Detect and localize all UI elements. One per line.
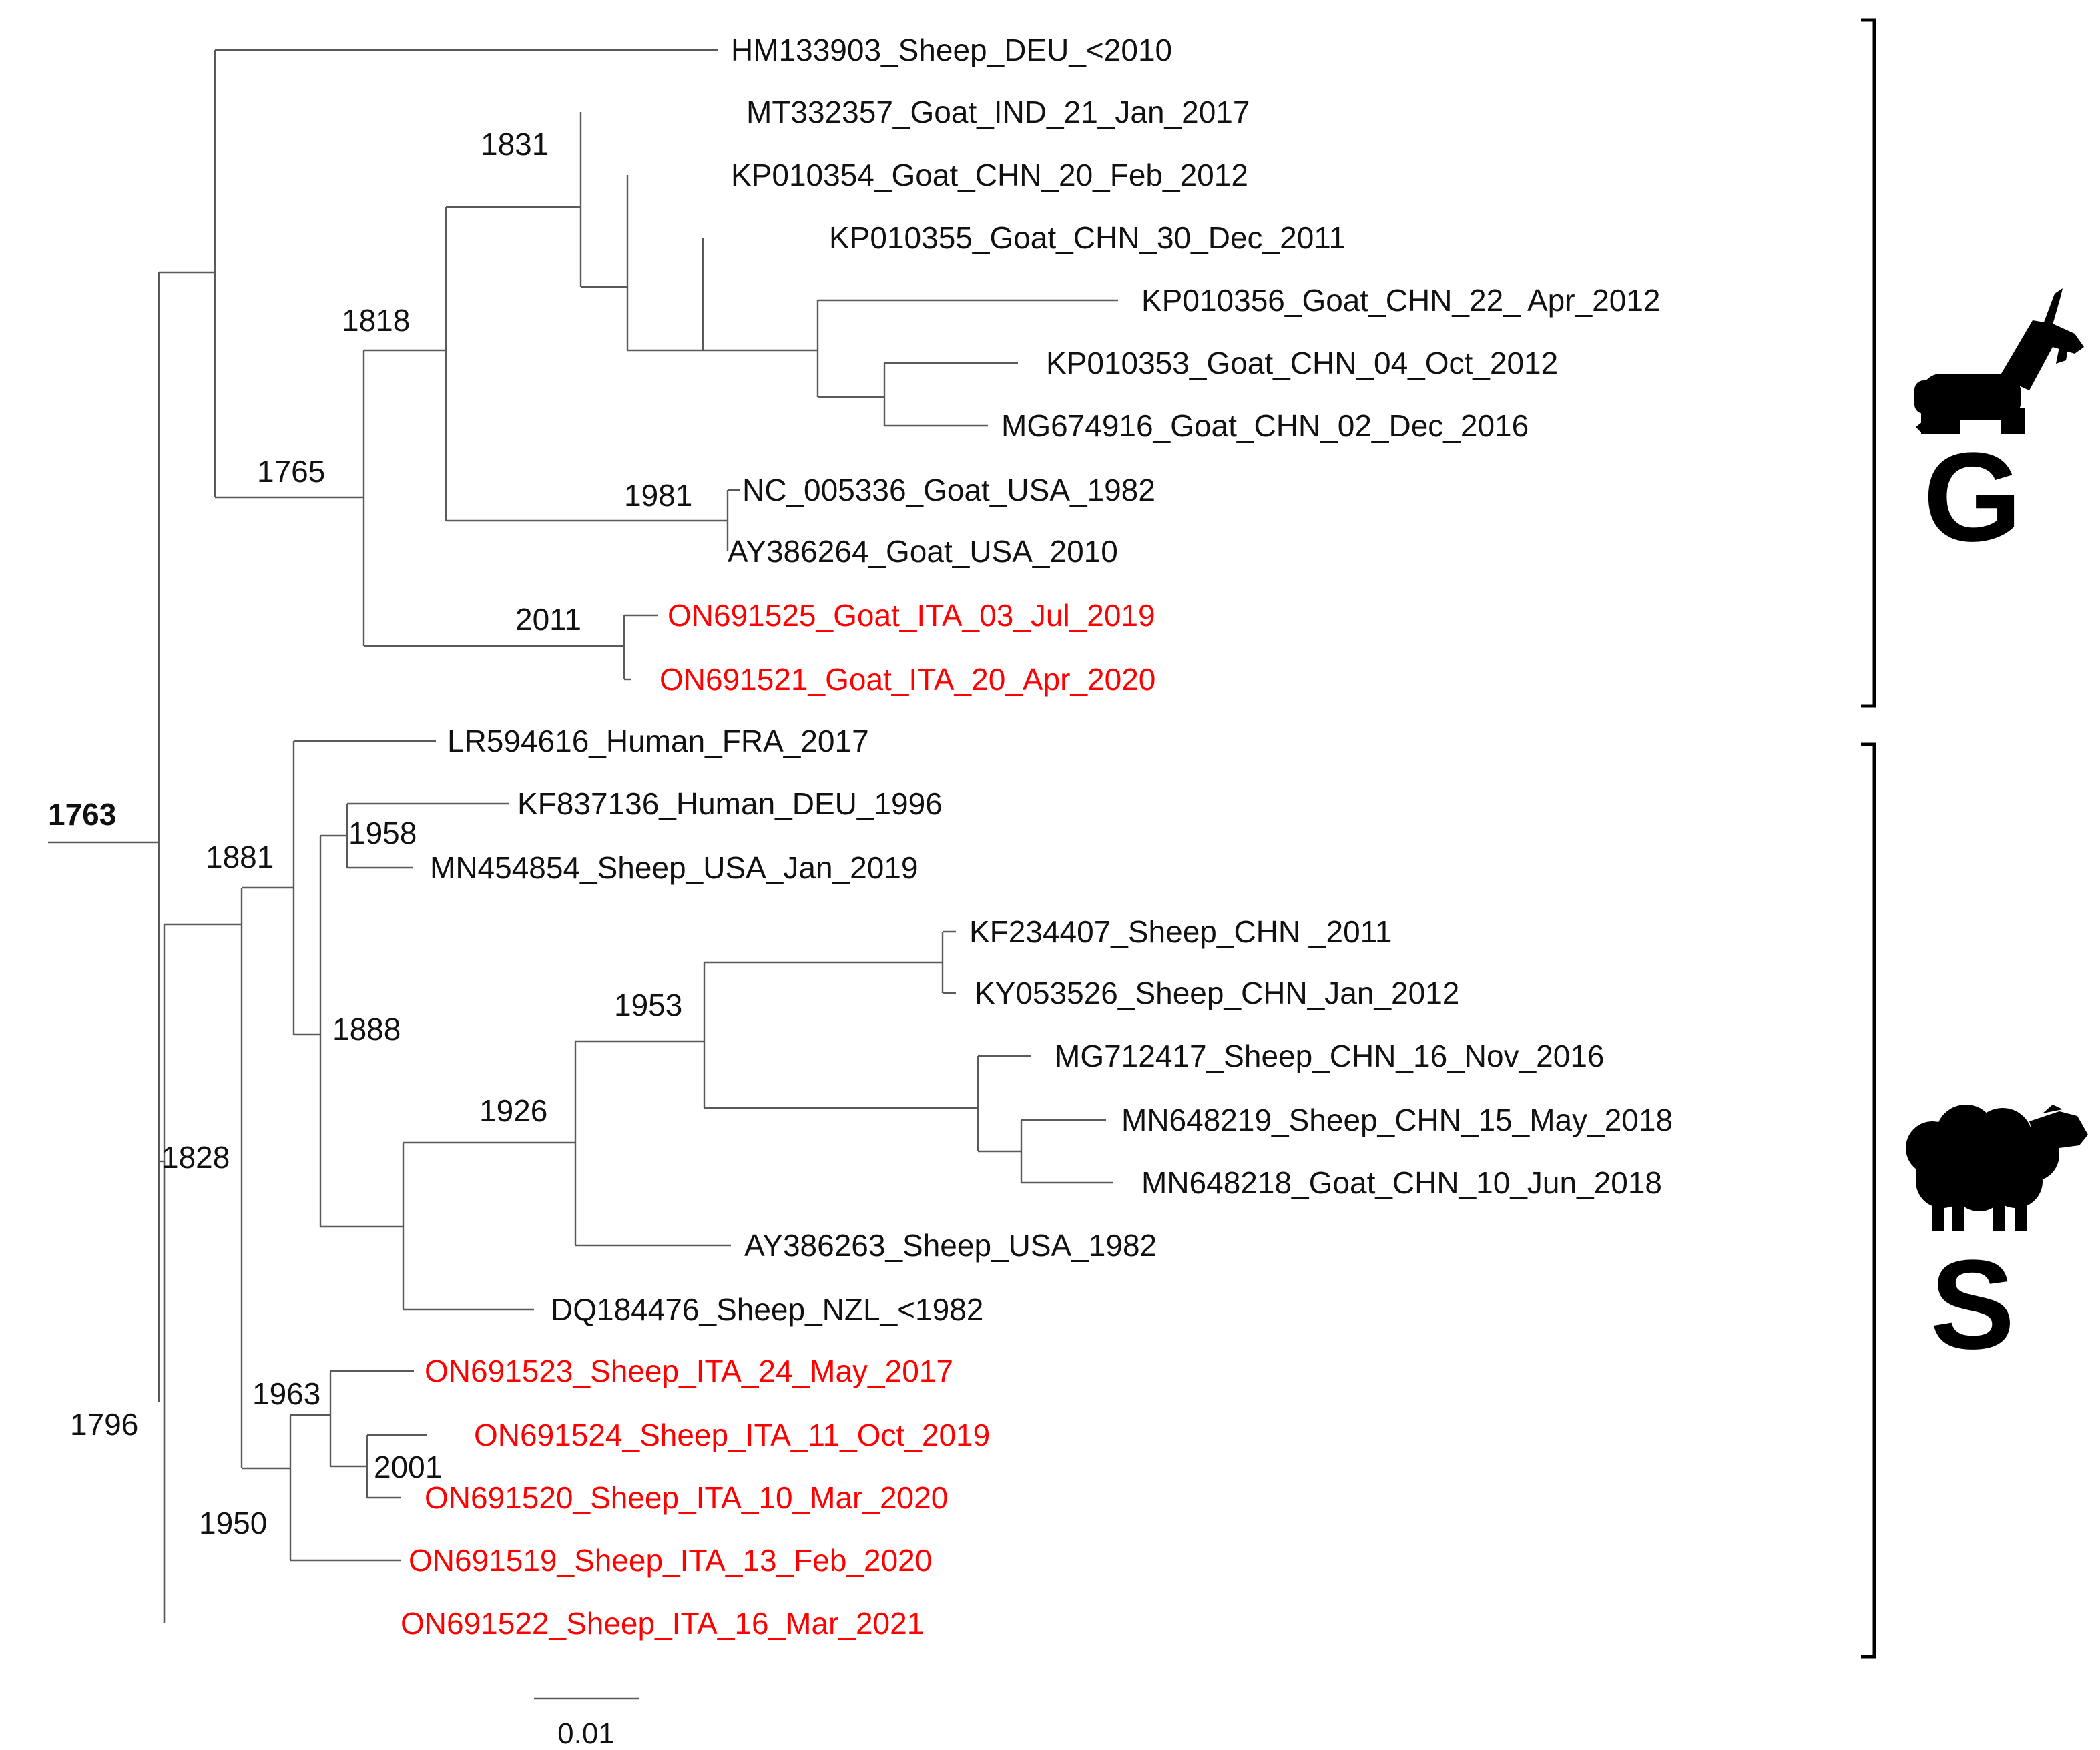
- node-label-n1963: 1963: [252, 1376, 320, 1411]
- tree-branches: [48, 49, 1118, 1623]
- node-label-n1881: 1881: [206, 840, 274, 874]
- leaf-label-kf234407: KF234407_Sheep_CHN _2011: [969, 914, 1392, 949]
- node-label-n1926: 1926: [479, 1093, 547, 1128]
- leaf-label-on691520: ON691520_Sheep_ITA_10_Mar_2020: [425, 1480, 948, 1515]
- sheep-icon: [1906, 1105, 2088, 1231]
- leaf-label-kp010354: KP010354_Goat_CHN_20_Feb_2012: [731, 158, 1248, 192]
- node-label-n2011: 2011: [515, 602, 581, 637]
- node-label-n2001: 2001: [374, 1450, 442, 1484]
- leaf-label-mg712417: MG712417_Sheep_CHN_16_Nov_2016: [1055, 1039, 1605, 1073]
- leaf-label-on691524: ON691524_Sheep_ITA_11_Oct_2019: [474, 1418, 990, 1452]
- leaf-label-on691525: ON691525_Goat_ITA_03_Jul_2019: [668, 598, 1155, 633]
- node-label-n1981: 1981: [624, 478, 692, 513]
- clade-g-bracket: [1861, 18, 1876, 708]
- node-labels: 1763 1765 1818 1831 1981 2011 1796 1828 1881 1958…: [48, 127, 692, 1540]
- node-label-n1828: 1828: [162, 1140, 230, 1175]
- leaf-label-mn454854: MN454854_Sheep_USA_Jan_2019: [430, 850, 918, 885]
- node-label-n1958: 1958: [348, 816, 417, 850]
- clade-s: S: [1861, 742, 2088, 1659]
- node-label-n1765: 1765: [257, 454, 325, 489]
- scale-bar: 0.01: [534, 1697, 639, 1750]
- leaf-label-hm133903: HM133903_Sheep_DEU_<2010: [731, 33, 1172, 67]
- clade-s-bracket: [1861, 742, 1876, 1659]
- node-label-n1888: 1888: [332, 1012, 401, 1047]
- leaf-label-kp010355: KP010355_Goat_CHN_30_Dec_2011: [829, 220, 1346, 255]
- leaf-label-ay386263: AY386263_Sheep_USA_1982: [744, 1228, 1157, 1263]
- leaf-label-on691522: ON691522_Sheep_ITA_16_Mar_2021: [401, 1606, 924, 1641]
- clade-s-letter: S: [1930, 1234, 2015, 1376]
- leaf-label-mn648218: MN648218_Goat_CHN_10_Jun_2018: [1141, 1165, 1662, 1200]
- leaf-label-mn648219: MN648219_Sheep_CHN_15_May_2018: [1121, 1103, 1673, 1137]
- leaf-label-nc005336: NC_005336_Goat_USA_1982: [742, 473, 1155, 507]
- leaf-label-on691521: ON691521_Goat_ITA_20_Apr_2020: [660, 662, 1155, 697]
- scale-bar-label: 0.01: [557, 1717, 615, 1750]
- node-label-n1831: 1831: [481, 127, 549, 162]
- clade-g: G: [1861, 18, 2084, 708]
- node-label-n1796: 1796: [70, 1407, 138, 1442]
- leaf-label-mt332357: MT332357_Goat_IND_21_Jan_2017: [746, 95, 1250, 129]
- leaf-labels: HM133903_Sheep_DEU_<2010MT332357_Goat_IN…: [401, 33, 1673, 1641]
- leaf-label-kp010353: KP010353_Goat_CHN_04_Oct_2012: [1046, 346, 1558, 380]
- leaf-label-ay386264: AY386264_Goat_USA_2010: [728, 534, 1118, 569]
- leaf-label-lr594616: LR594616_Human_FRA_2017: [447, 723, 869, 758]
- leaf-label-ky053526: KY053526_Sheep_CHN_Jan_2012: [975, 976, 1459, 1010]
- leaf-label-kp010356: KP010356_Goat_CHN_22_ Apr_2012: [1141, 283, 1661, 318]
- leaf-label-on691523: ON691523_Sheep_ITA_24_May_2017: [425, 1354, 953, 1388]
- leaf-label-dq184476: DQ184476_Sheep_NZL_<1982: [551, 1292, 983, 1327]
- goat-icon: [1914, 288, 2084, 434]
- node-label-n1953: 1953: [614, 988, 682, 1023]
- leaf-label-mg674916: MG674916_Goat_CHN_02_Dec_2016: [1001, 408, 1529, 443]
- node-label-n1818: 1818: [342, 303, 410, 338]
- node-label-n1950: 1950: [199, 1506, 267, 1540]
- leaf-label-kf837136: KF837136_Human_DEU_1996: [517, 786, 943, 821]
- leaf-label-on691519: ON691519_Sheep_ITA_13_Feb_2020: [409, 1543, 932, 1578]
- clade-g-letter: G: [1923, 426, 2022, 568]
- node-label-root: 1763: [48, 797, 116, 832]
